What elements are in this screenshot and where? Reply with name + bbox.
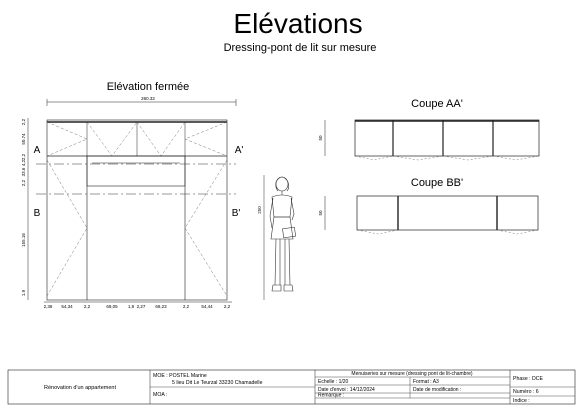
section-bb-heading: Coupe BB' xyxy=(411,177,463,189)
column-door-swing-marks xyxy=(46,159,228,297)
cabinet-outline xyxy=(46,119,228,301)
moa-label: MOA : xyxy=(153,392,167,398)
moe-address: 5 lieu Dit Le Teurzal 33230 Chamadelle xyxy=(172,380,263,386)
aa-depth-label: 50 xyxy=(318,135,323,141)
description: Menuiseries sur mesure (dressing pont de… xyxy=(351,371,472,377)
left-dim: 4,2 xyxy=(21,159,26,166)
elevation-heading: Elévation fermée xyxy=(107,81,190,93)
left-dimension-labels: 2,2 50.74 2,2 4,2 33.6 2,2 155.16 1.9 xyxy=(21,118,26,296)
date-modified: Date de modification : xyxy=(413,387,461,393)
figure-height-label: 250 xyxy=(257,206,262,214)
project-name: Rénovation d'un appartement xyxy=(44,385,116,391)
section-bb-view: Coupe BB' 50 xyxy=(318,177,539,235)
bottom-dim: 2,27 xyxy=(137,304,146,309)
section-mark-b-right: B' xyxy=(232,208,241,219)
bottom-dim: 69,05 xyxy=(106,304,118,309)
bottom-dim: 54,44 xyxy=(201,304,213,309)
title-block: Rénovation d'un appartement MOE : POSTEL… xyxy=(7,369,576,405)
bottom-dim: 2,36 xyxy=(44,304,53,309)
bb-door-swings xyxy=(356,229,539,235)
section-mark-a-right: A' xyxy=(235,145,244,156)
bridge-box xyxy=(86,155,186,187)
remark: Remarque : xyxy=(318,393,344,399)
bottom-dim: 1,9 xyxy=(128,304,135,309)
date-sent: Date d'envoi : 14/12/2024 xyxy=(318,387,375,393)
bottom-dim: 69,23 xyxy=(155,304,167,309)
bottom-dimension-labels: 2,36 54,34 2,2 69,05 1,9 2,27 69,23 2,2 … xyxy=(44,304,231,309)
phase: Phase : DCE xyxy=(513,376,544,382)
left-dim: 155.16 xyxy=(21,233,26,247)
section-mark-a-left: A xyxy=(34,145,41,156)
index: Indice : xyxy=(513,398,530,404)
moe-label: MOE : POSTEL Marine xyxy=(153,373,207,379)
number: Numéro : 6 xyxy=(513,389,539,395)
format: Format : A3 xyxy=(413,379,439,385)
bottom-dim: 54,34 xyxy=(61,304,73,309)
bottom-dim: 2,2 xyxy=(84,304,91,309)
section-mark-b-left: B xyxy=(34,208,41,219)
bottom-dim: 2,2 xyxy=(183,304,190,309)
section-aa-view: Coupe AA' 50 xyxy=(318,98,540,161)
scale: Echelle : 1/20 xyxy=(318,379,349,385)
bb-outline xyxy=(356,195,539,231)
total-width-label: 260.32 xyxy=(141,96,155,101)
left-dim: 2,2 xyxy=(21,118,26,125)
aa-outline xyxy=(354,119,540,157)
page-subtitle: Dressing-pont de lit sur mesure xyxy=(224,42,377,54)
bottom-dim: 2,2 xyxy=(224,304,231,309)
left-dim: 2,2 xyxy=(21,179,26,186)
bb-depth-label: 50 xyxy=(318,210,323,216)
aa-door-swings xyxy=(354,155,540,161)
human-scale-figure: 250 xyxy=(257,175,296,300)
left-dim: 50.74 xyxy=(21,133,26,145)
left-dim: 2,2 xyxy=(21,153,26,160)
elevation-view: Elévation fermée 260.32 xyxy=(21,81,243,309)
section-aa-heading: Coupe AA' xyxy=(411,98,463,110)
left-dim: 1.9 xyxy=(21,289,26,296)
left-dim: 33.6 xyxy=(21,167,26,176)
page-title: Elévations xyxy=(233,8,362,39)
